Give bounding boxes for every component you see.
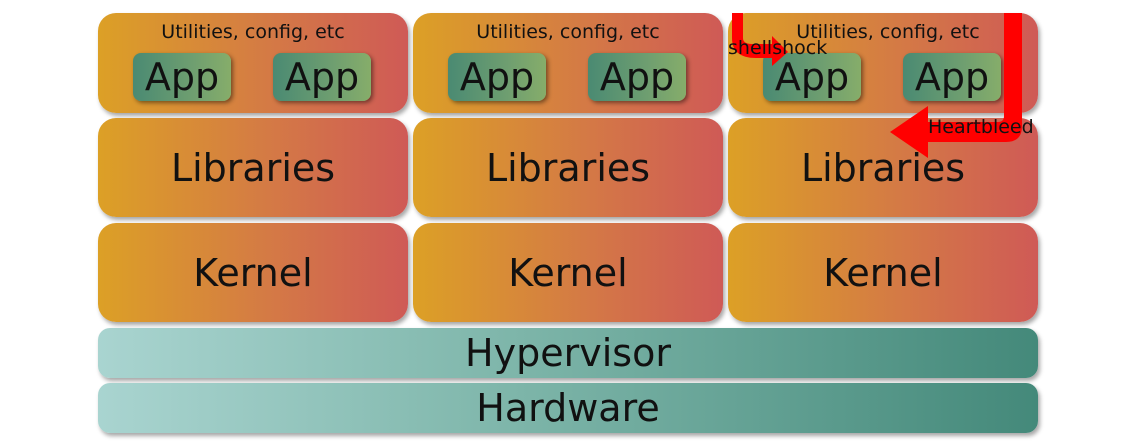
hypervisor-label: Hypervisor: [465, 331, 671, 375]
utilities-box-2: Utilities, config, etc App App: [413, 13, 723, 113]
hypervisor-box: Hypervisor: [98, 328, 1038, 378]
app-box-1-1: App: [133, 53, 231, 101]
shellshock-label: shellshock: [728, 37, 828, 59]
kernel-box-2: Kernel: [413, 223, 723, 322]
kernel-label-2: Kernel: [508, 250, 628, 295]
heartbleed-label: Heartbleed: [928, 116, 1034, 138]
app-box-2-1: App: [448, 53, 546, 101]
kernel-label-1: Kernel: [193, 250, 313, 295]
libraries-box-1: Libraries: [98, 118, 408, 217]
libraries-label-2: Libraries: [485, 145, 651, 190]
utilities-label-2: Utilities, config, etc: [476, 21, 660, 43]
app-box-1-2: App: [273, 53, 371, 101]
app-box-2-2: App: [588, 53, 686, 101]
hardware-box: Hardware: [98, 383, 1038, 433]
kernel-label-3: Kernel: [823, 250, 943, 295]
hardware-label: Hardware: [476, 386, 660, 430]
libraries-label-3: Libraries: [800, 145, 966, 190]
utilities-label-1: Utilities, config, etc: [161, 21, 345, 43]
utilities-box-3: Utilities, config, etc App App: [728, 13, 1038, 113]
libraries-label-1: Libraries: [170, 145, 336, 190]
utilities-box-1: Utilities, config, etc App App: [98, 13, 408, 113]
kernel-box-3: Kernel: [728, 223, 1038, 322]
libraries-box-2: Libraries: [413, 118, 723, 217]
kernel-box-1: Kernel: [98, 223, 408, 322]
app-box-3-1: App: [763, 53, 861, 101]
app-box-3-2: App: [903, 53, 1001, 101]
